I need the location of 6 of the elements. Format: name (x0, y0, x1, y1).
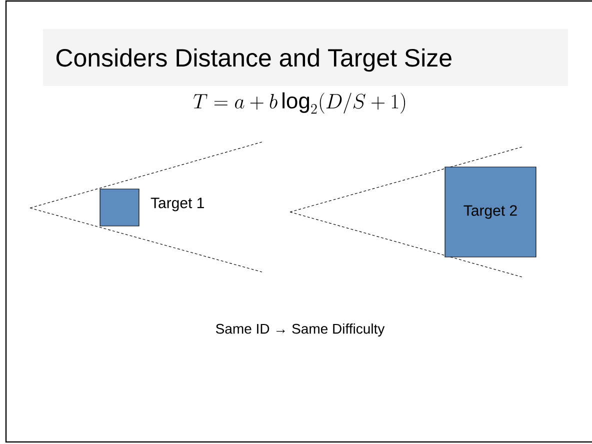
target-square: Target 2 (444, 166, 536, 258)
target-label: Target 1 (150, 198, 204, 212)
target-square (100, 188, 140, 226)
title: Considers Distance and Target Size (56, 48, 452, 72)
formula: $T = a + b\log_2(D/S+1)$ (194, 92, 406, 114)
note-text: Same ID → Same Difficulty (216, 323, 385, 337)
